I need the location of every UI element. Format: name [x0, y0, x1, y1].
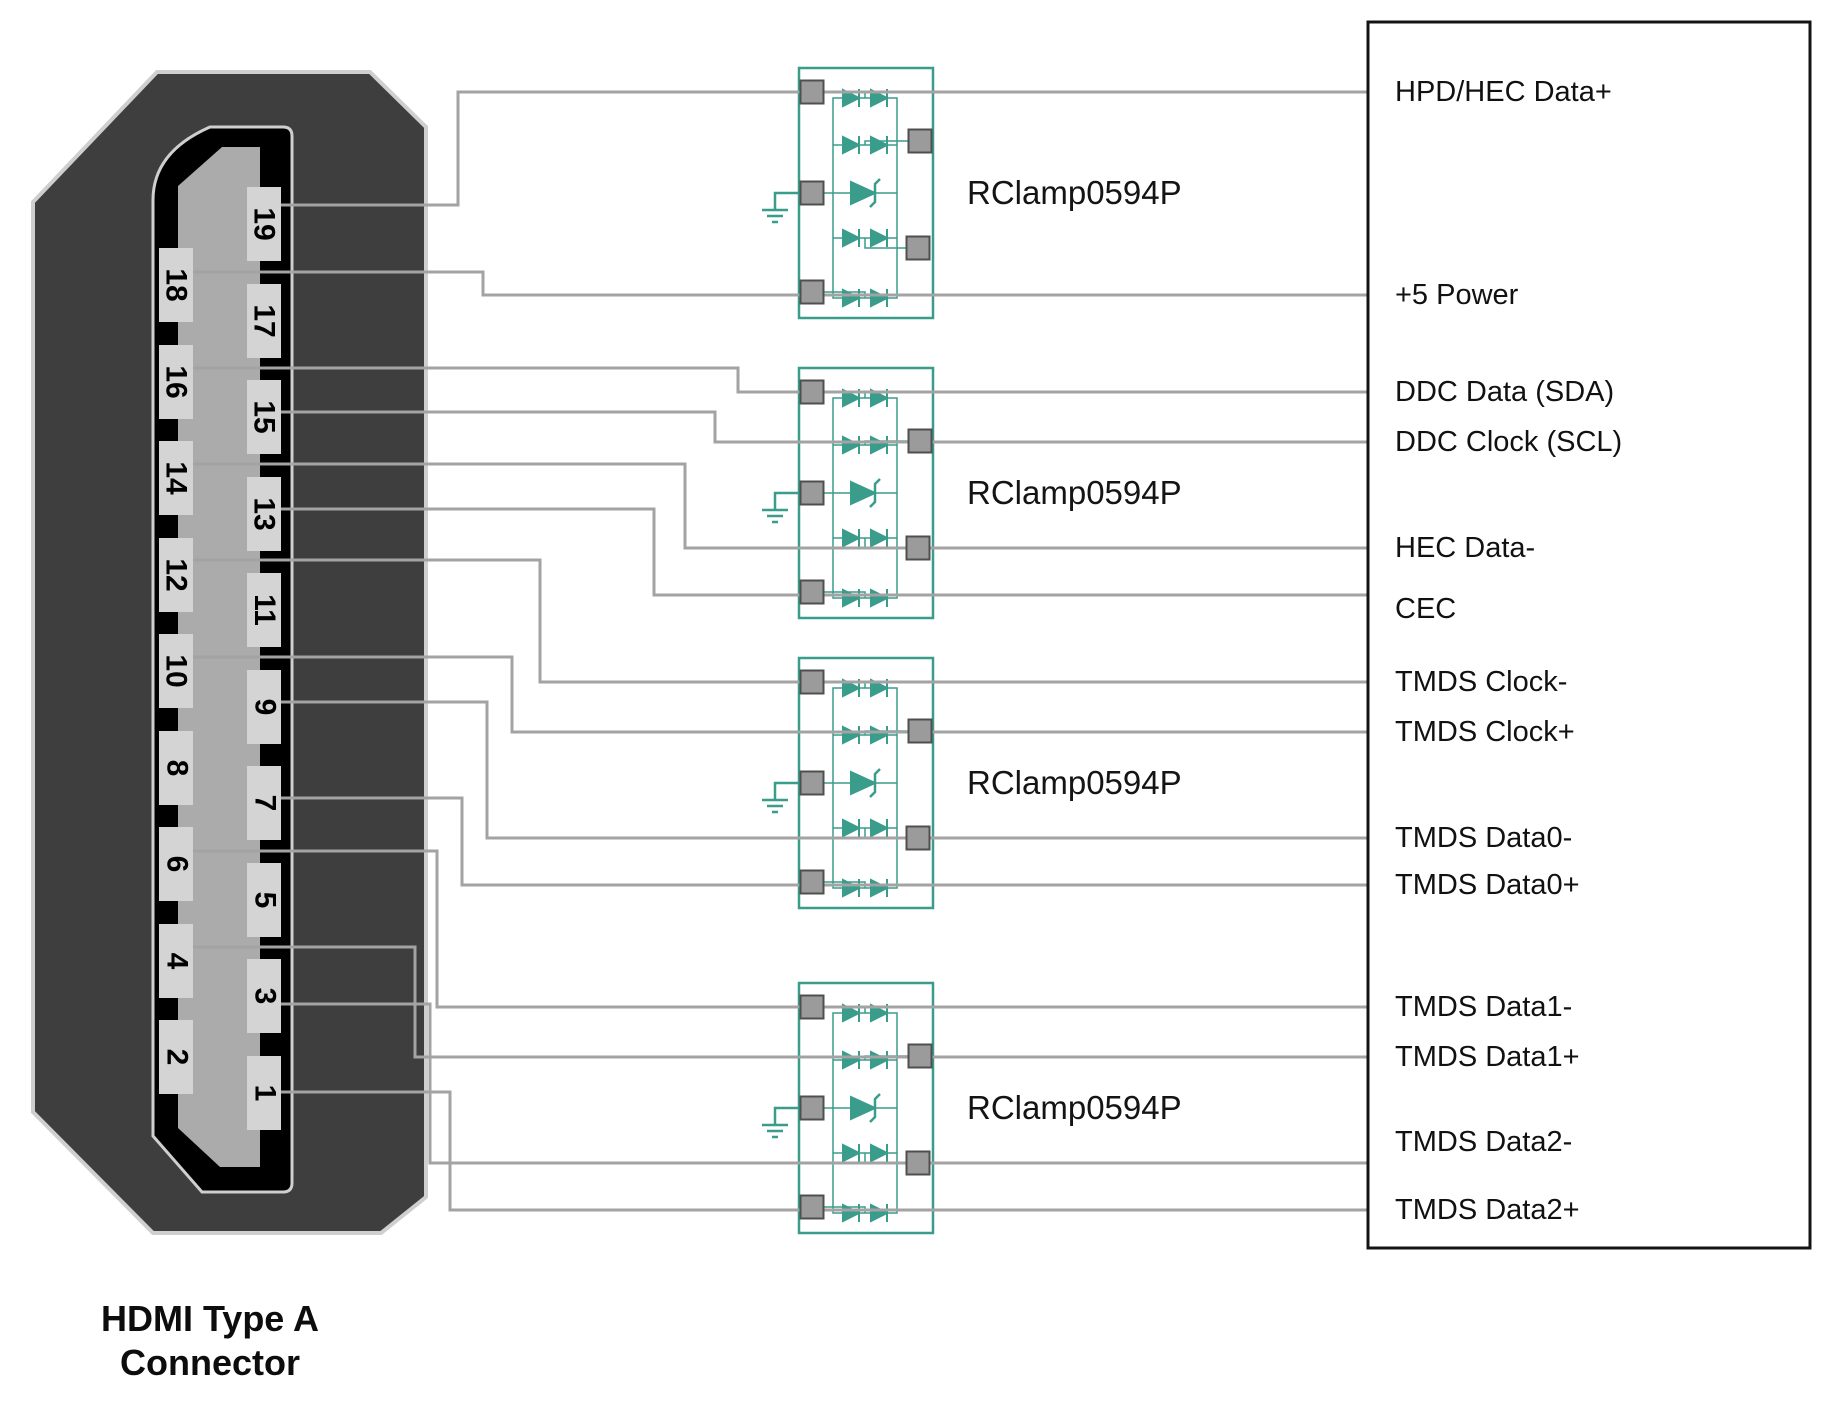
- wire-tmds-data0-plus: [281, 796, 1369, 887]
- pin-1: 1: [247, 1055, 281, 1130]
- pin-15: 15: [247, 380, 281, 454]
- signal-label-tmds-data2-minus: TMDS Data2-: [1395, 1126, 1573, 1158]
- signal-label-plus5-power: +5 Power: [1395, 279, 1519, 311]
- pin-number: 7: [248, 794, 281, 812]
- pin-11: 11: [247, 573, 281, 647]
- connector-caption: HDMI Type A Connector: [60, 1297, 360, 1385]
- pin-number: 4: [160, 952, 193, 969]
- rclamp-label-1: RClamp0594P: [967, 174, 1182, 211]
- signal-label-tmds-data1-minus: TMDS Data1-: [1395, 991, 1573, 1023]
- pin-number: 11: [248, 594, 281, 626]
- rclamp-device-2: [762, 368, 933, 618]
- pin-6: 6: [159, 827, 193, 901]
- pin-8: 8: [159, 730, 193, 805]
- pin-number: 10: [160, 654, 193, 688]
- pin-number: 15: [248, 400, 281, 434]
- wire-ddc-data-sda: [193, 366, 1369, 394]
- pin-number: 12: [160, 557, 193, 592]
- pin-10: 10: [159, 634, 193, 708]
- pin-18: 18: [159, 248, 193, 322]
- pin-number: 9: [248, 698, 281, 715]
- pin-7: 7: [247, 766, 281, 840]
- wire-tmds-clock-plus: [193, 655, 1369, 734]
- wire-ddc-clock-scl: [281, 410, 1369, 444]
- connector-caption-line2: Connector: [120, 1342, 300, 1383]
- wire-tmds-data0-minus: [281, 700, 1369, 840]
- rclamp-device-4: [762, 983, 933, 1233]
- pin-number: 6: [160, 855, 193, 873]
- pin-number: 8: [160, 759, 193, 776]
- pin-number: 14: [160, 461, 193, 495]
- wire-hpd-hec-data-plus: [281, 90, 1369, 207]
- wire-plus5-power: [193, 270, 1369, 297]
- signal-label-hpd-hec-data-plus: HPD/HEC Data+: [1395, 76, 1612, 108]
- pin-5: 5: [247, 862, 281, 937]
- pin-number: 13: [248, 496, 281, 531]
- connector-caption-line1: HDMI Type A: [100, 1298, 319, 1339]
- wire-tmds-data1-plus: [193, 945, 1369, 1059]
- rclamp-label-4: RClamp0594P: [967, 1089, 1182, 1126]
- signal-label-tmds-data2-plus: TMDS Data2+: [1395, 1194, 1580, 1226]
- rclamp-label-2: RClamp0594P: [967, 474, 1182, 511]
- signal-label-tmds-clock-plus: TMDS Clock+: [1395, 716, 1575, 748]
- signal-label-tmds-data0-plus: TMDS Data0+: [1395, 869, 1580, 901]
- pin-13: 13: [247, 476, 281, 551]
- pin-number: 3: [248, 987, 281, 1005]
- pin-12: 12: [159, 537, 193, 612]
- wire-tmds-clock-minus: [193, 558, 1369, 684]
- wire-layer: [193, 90, 1369, 1212]
- pin-16: 16: [159, 344, 193, 419]
- wire-tmds-data2-minus: [281, 1002, 1369, 1165]
- pin-number: 16: [160, 364, 193, 399]
- signal-label-tmds-clock-minus: TMDS Clock-: [1395, 666, 1568, 698]
- pin-2: 2: [159, 1020, 193, 1094]
- pin-number: 18: [160, 268, 193, 302]
- wire-tmds-data2-plus: [281, 1090, 1369, 1212]
- pin-number: 17: [248, 303, 281, 338]
- wire-cec: [281, 507, 1369, 597]
- pin-number: 19: [248, 207, 281, 241]
- pin-9: 9: [247, 669, 281, 744]
- rclamp-device-3: [762, 658, 933, 908]
- signal-box: [1366, 20, 1812, 1250]
- pin-number: 5: [248, 891, 281, 908]
- rclamp-device-1: [762, 68, 933, 318]
- wire-tmds-data1-minus: [193, 849, 1369, 1009]
- pin-19: 19: [247, 187, 281, 261]
- signal-label-cec: CEC: [1395, 593, 1457, 625]
- pin-4: 4: [159, 923, 193, 998]
- rclamp-label-3: RClamp0594P: [967, 764, 1182, 801]
- pin-14: 14: [159, 441, 193, 515]
- pin-number: 2: [160, 1048, 193, 1066]
- signal-label-hec-data-minus: HEC Data-: [1395, 532, 1536, 564]
- pin-17: 17: [247, 283, 281, 358]
- signal-label-ddc-data-sda: DDC Data (SDA): [1395, 376, 1615, 408]
- signal-label-tmds-data0-minus: TMDS Data0-: [1395, 822, 1573, 854]
- pin-3: 3: [247, 959, 281, 1033]
- wire-hec-data-minus: [193, 462, 1369, 550]
- signal-label-ddc-clock-scl: DDC Clock (SCL): [1395, 426, 1623, 458]
- signal-label-tmds-data1-plus: TMDS Data1+: [1395, 1041, 1580, 1073]
- pin-number: 1: [248, 1084, 281, 1101]
